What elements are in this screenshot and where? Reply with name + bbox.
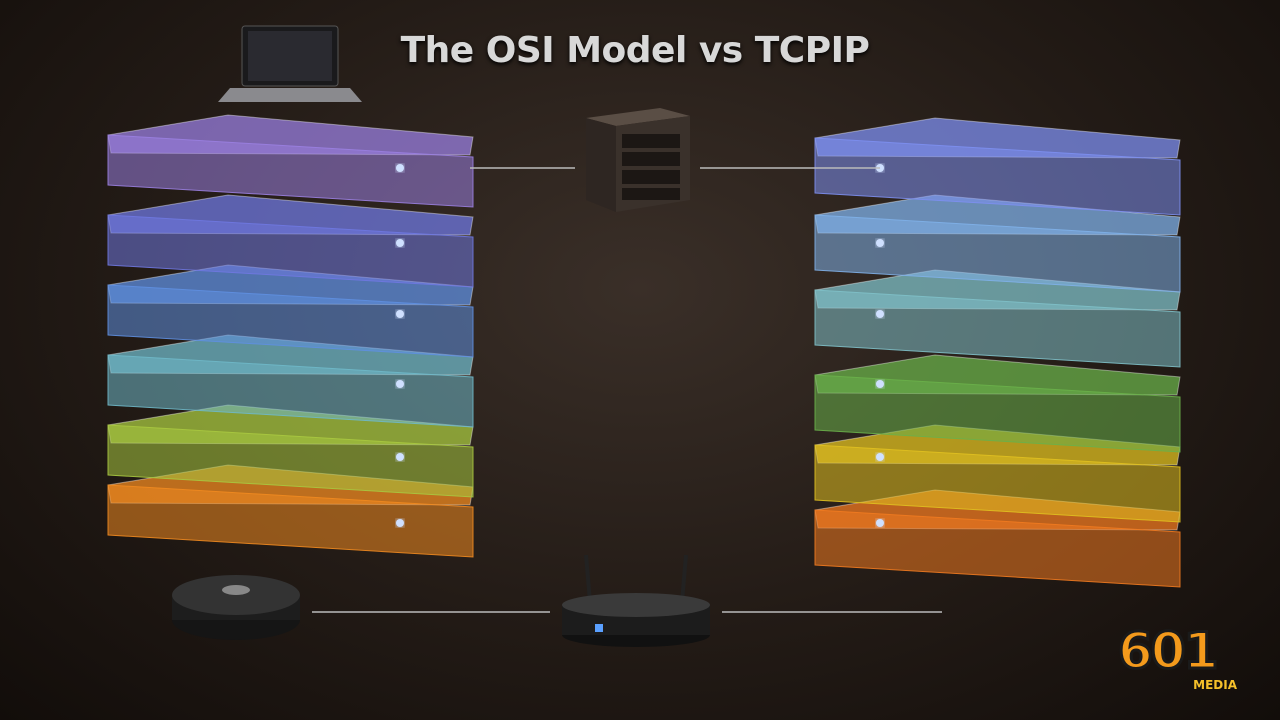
osi-layer-1	[107, 114, 474, 208]
router-icon	[562, 554, 710, 647]
tcpip-layer-3	[814, 269, 1181, 368]
connector-line	[396, 453, 884, 461]
server-icon	[586, 108, 690, 212]
osi-layer-2	[107, 194, 474, 288]
tcpip-layer-4	[814, 354, 1181, 453]
osi-stack	[107, 114, 474, 558]
device-connectors	[312, 167, 942, 613]
robot-vacuum-icon	[172, 575, 300, 640]
connector-node	[396, 310, 404, 318]
osi-layer-4	[107, 334, 474, 428]
layer-connectors	[396, 164, 884, 527]
laptop-icon	[218, 25, 362, 102]
brand-logo: 601 MEDIA	[1112, 621, 1247, 698]
connector-node	[876, 453, 884, 461]
connector-line	[396, 519, 884, 527]
page-title: The OSI Model vs TCPIP	[400, 30, 870, 71]
logo-word: MEDIA	[1193, 678, 1237, 692]
connector-line	[396, 380, 884, 388]
connector-line	[396, 310, 884, 318]
tcpip-stack	[814, 117, 1181, 588]
tcpip-layer-2	[814, 194, 1181, 293]
osi-layer-3	[107, 264, 474, 358]
connector-line	[396, 239, 884, 247]
connector-node	[396, 453, 404, 461]
connector-node	[876, 380, 884, 388]
connector-node	[396, 164, 404, 172]
tcpip-layer-1	[814, 117, 1181, 216]
connector-node	[876, 519, 884, 527]
connector-node	[396, 380, 404, 388]
osi-layer-5	[107, 404, 474, 498]
connector-node	[876, 310, 884, 318]
connector-node	[876, 239, 884, 247]
logo-number: 601	[1116, 621, 1219, 682]
connector-node	[396, 239, 404, 247]
connector-node	[396, 519, 404, 527]
